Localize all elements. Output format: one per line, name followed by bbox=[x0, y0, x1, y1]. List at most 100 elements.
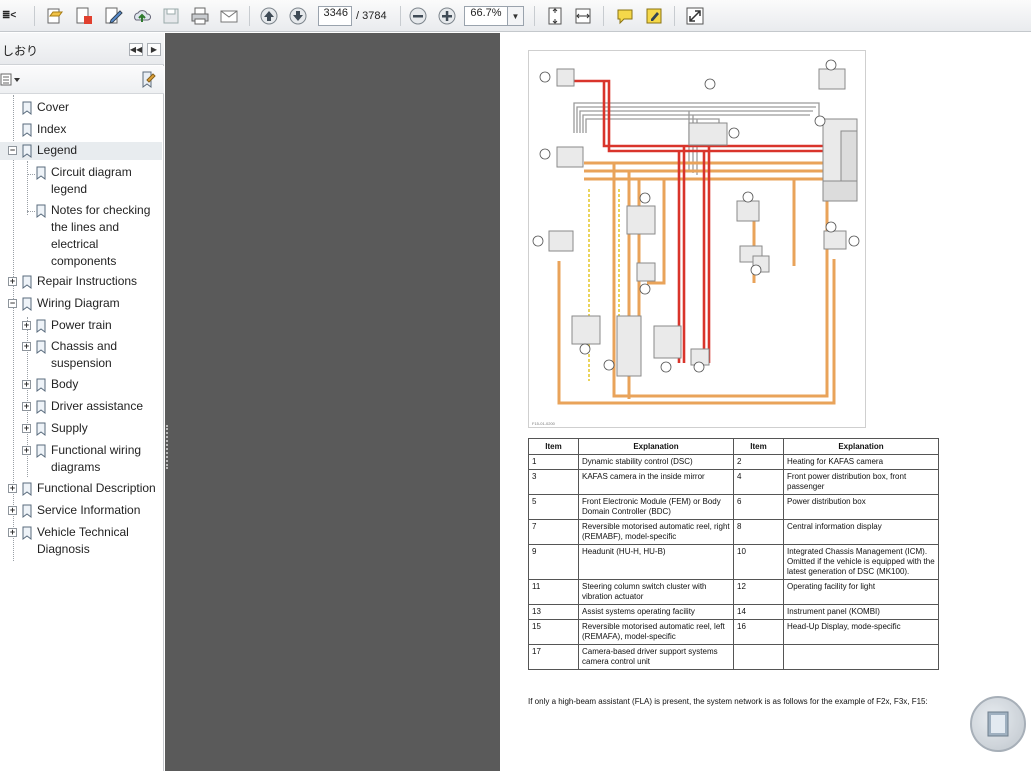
expand-toggle-icon[interactable]: + bbox=[22, 379, 31, 389]
toolbar-separator bbox=[249, 6, 250, 26]
bookmark-circuit-diagram-legend[interactable]: Circuit diagram legend bbox=[0, 164, 162, 198]
email-icon[interactable] bbox=[218, 5, 240, 27]
bookmark-service-information[interactable]: + Service Information bbox=[0, 502, 162, 520]
expand-toggle-icon[interactable]: + bbox=[22, 445, 31, 455]
expand-toggle-icon[interactable]: + bbox=[22, 341, 31, 351]
panel-splitter-handle[interactable] bbox=[166, 425, 168, 469]
bookmark-label: Driver assistance bbox=[51, 399, 144, 413]
bookmark-supply[interactable]: + Supply bbox=[0, 420, 162, 438]
expand-toggle-icon[interactable]: + bbox=[22, 320, 31, 330]
open-folder-icon[interactable] bbox=[44, 5, 66, 27]
expand-toggle-icon[interactable]: + bbox=[8, 276, 17, 286]
expand-panel-icon[interactable]: ▶ bbox=[147, 43, 161, 56]
bookmark-body[interactable]: + Body bbox=[0, 376, 162, 394]
network-diagram: F15-01-0200 bbox=[528, 50, 866, 428]
expand-toggle-icon[interactable]: + bbox=[8, 505, 17, 515]
zoom-level-input[interactable]: 66.7% bbox=[464, 6, 508, 26]
item-explanation: Camera-based driver support systems came… bbox=[578, 644, 734, 670]
item-explanation: Front Electronic Module (FEM) or Body Do… bbox=[578, 494, 734, 520]
item-number: 11 bbox=[528, 579, 579, 605]
bookmark-icon bbox=[36, 378, 46, 392]
bookmark-driver-assistance[interactable]: + Driver assistance bbox=[0, 398, 162, 416]
bookmark-power-train[interactable]: + Power train bbox=[0, 317, 162, 335]
previous-page-icon[interactable] bbox=[258, 5, 280, 27]
bookmark-chassis-suspension[interactable]: + Chassis and suspension bbox=[0, 338, 162, 372]
table-row: 11 Steering column switch cluster with v… bbox=[528, 579, 939, 605]
collapse-toggle-icon[interactable]: − bbox=[8, 145, 17, 155]
zoom-out-icon[interactable] bbox=[407, 5, 429, 27]
item-explanation: Dynamic stability control (DSC) bbox=[578, 454, 734, 470]
bookmark-wiring-diagram[interactable]: − Wiring Diagram bbox=[0, 295, 162, 313]
options-menu-icon[interactable] bbox=[0, 73, 20, 87]
bookmark-vehicle-technical-diagnosis[interactable]: + Vehicle Technical Diagnosis bbox=[0, 524, 162, 558]
wiring-diagram-graphic bbox=[532, 59, 860, 405]
highlight-icon[interactable] bbox=[643, 5, 665, 27]
bookmark-label: Circuit diagram legend bbox=[51, 165, 132, 196]
item-explanation: Steering column switch cluster with vibr… bbox=[578, 579, 734, 605]
item-explanation: Assist systems operating facility bbox=[578, 604, 734, 620]
tree-connector bbox=[27, 161, 28, 215]
bookmark-icon bbox=[22, 123, 32, 137]
book-icon bbox=[987, 711, 1009, 737]
collapse-panel-icon[interactable]: ◀◀ bbox=[129, 43, 143, 56]
bookmark-icon bbox=[36, 444, 46, 458]
back-button[interactable]: ≣< bbox=[2, 10, 17, 21]
create-pdf-icon[interactable] bbox=[73, 5, 95, 27]
item-explanation bbox=[783, 644, 939, 670]
bookmark-icon bbox=[22, 144, 32, 158]
document-page[interactable]: F15-01-0200 Item Explanation Item Explan… bbox=[500, 33, 1031, 771]
toolbar-separator bbox=[603, 6, 604, 26]
bookmark-notes-checking[interactable]: Notes for checking the lines and electri… bbox=[0, 202, 162, 270]
tree-connector bbox=[27, 317, 28, 477]
toolbar: ≣< 3346 / 3784 66.7% ▼ bbox=[0, 0, 1031, 32]
upload-icon[interactable] bbox=[131, 5, 153, 27]
item-explanation: Instrument panel (KOMBI) bbox=[783, 604, 939, 620]
bookmark-icon bbox=[36, 166, 46, 180]
fullscreen-icon[interactable] bbox=[684, 5, 706, 27]
bookmark-icon bbox=[22, 101, 32, 115]
collapse-toggle-icon[interactable]: − bbox=[8, 298, 17, 308]
item-explanation: Heating for KAFAS camera bbox=[783, 454, 939, 470]
find-bookmark-icon[interactable] bbox=[140, 71, 156, 88]
table-row: 13 Assist systems operating facility 14 … bbox=[528, 604, 939, 620]
floating-action-button[interactable] bbox=[970, 696, 1026, 752]
bookmark-label: Legend bbox=[37, 143, 78, 157]
bookmark-index[interactable]: Index bbox=[0, 121, 162, 139]
item-number: 17 bbox=[528, 644, 579, 670]
item-number: 6 bbox=[733, 494, 784, 520]
toolbar-separator bbox=[674, 6, 675, 26]
print-icon[interactable] bbox=[189, 5, 211, 27]
item-number: 7 bbox=[528, 519, 579, 545]
edit-icon[interactable] bbox=[102, 5, 124, 27]
bookmark-functional-description[interactable]: + Functional Description bbox=[0, 480, 162, 498]
item-explanation: Central information display bbox=[783, 519, 939, 545]
comment-icon[interactable] bbox=[614, 5, 636, 27]
next-page-icon[interactable] bbox=[287, 5, 309, 27]
bookmark-cover[interactable]: Cover bbox=[0, 99, 162, 117]
bookmark-icon bbox=[36, 319, 46, 333]
tree-connector bbox=[27, 174, 35, 175]
fit-page-icon[interactable] bbox=[544, 5, 566, 27]
item-number: 8 bbox=[733, 519, 784, 545]
item-number: 13 bbox=[528, 604, 579, 620]
save-icon[interactable] bbox=[160, 5, 182, 27]
item-explanation: Power distribution box bbox=[783, 494, 939, 520]
expand-toggle-icon[interactable]: + bbox=[8, 483, 17, 493]
expand-toggle-icon[interactable]: + bbox=[8, 527, 17, 537]
bookmark-functional-wiring-diagrams[interactable]: + Functional wiring diagrams bbox=[0, 442, 162, 476]
fit-width-icon[interactable] bbox=[572, 5, 594, 27]
page-number-input[interactable]: 3346 bbox=[318, 6, 352, 26]
zoom-in-icon[interactable] bbox=[436, 5, 458, 27]
expand-toggle-icon[interactable]: + bbox=[22, 423, 31, 433]
expand-toggle-icon[interactable]: + bbox=[22, 401, 31, 411]
bookmark-label: Vehicle Technical Diagnosis bbox=[37, 525, 129, 556]
panel-toolbar bbox=[0, 66, 164, 94]
panel-title: しおり bbox=[2, 44, 39, 58]
bookmark-legend[interactable]: − Legend bbox=[0, 142, 162, 160]
table-row: 1 Dynamic stability control (DSC) 2 Heat… bbox=[528, 454, 939, 470]
bookmark-repair-instructions[interactable]: + Repair Instructions bbox=[0, 273, 162, 291]
item-number bbox=[733, 644, 784, 670]
header-item: Item bbox=[528, 438, 579, 455]
zoom-dropdown-icon[interactable]: ▼ bbox=[508, 6, 524, 26]
toolbar-separator bbox=[34, 6, 35, 26]
